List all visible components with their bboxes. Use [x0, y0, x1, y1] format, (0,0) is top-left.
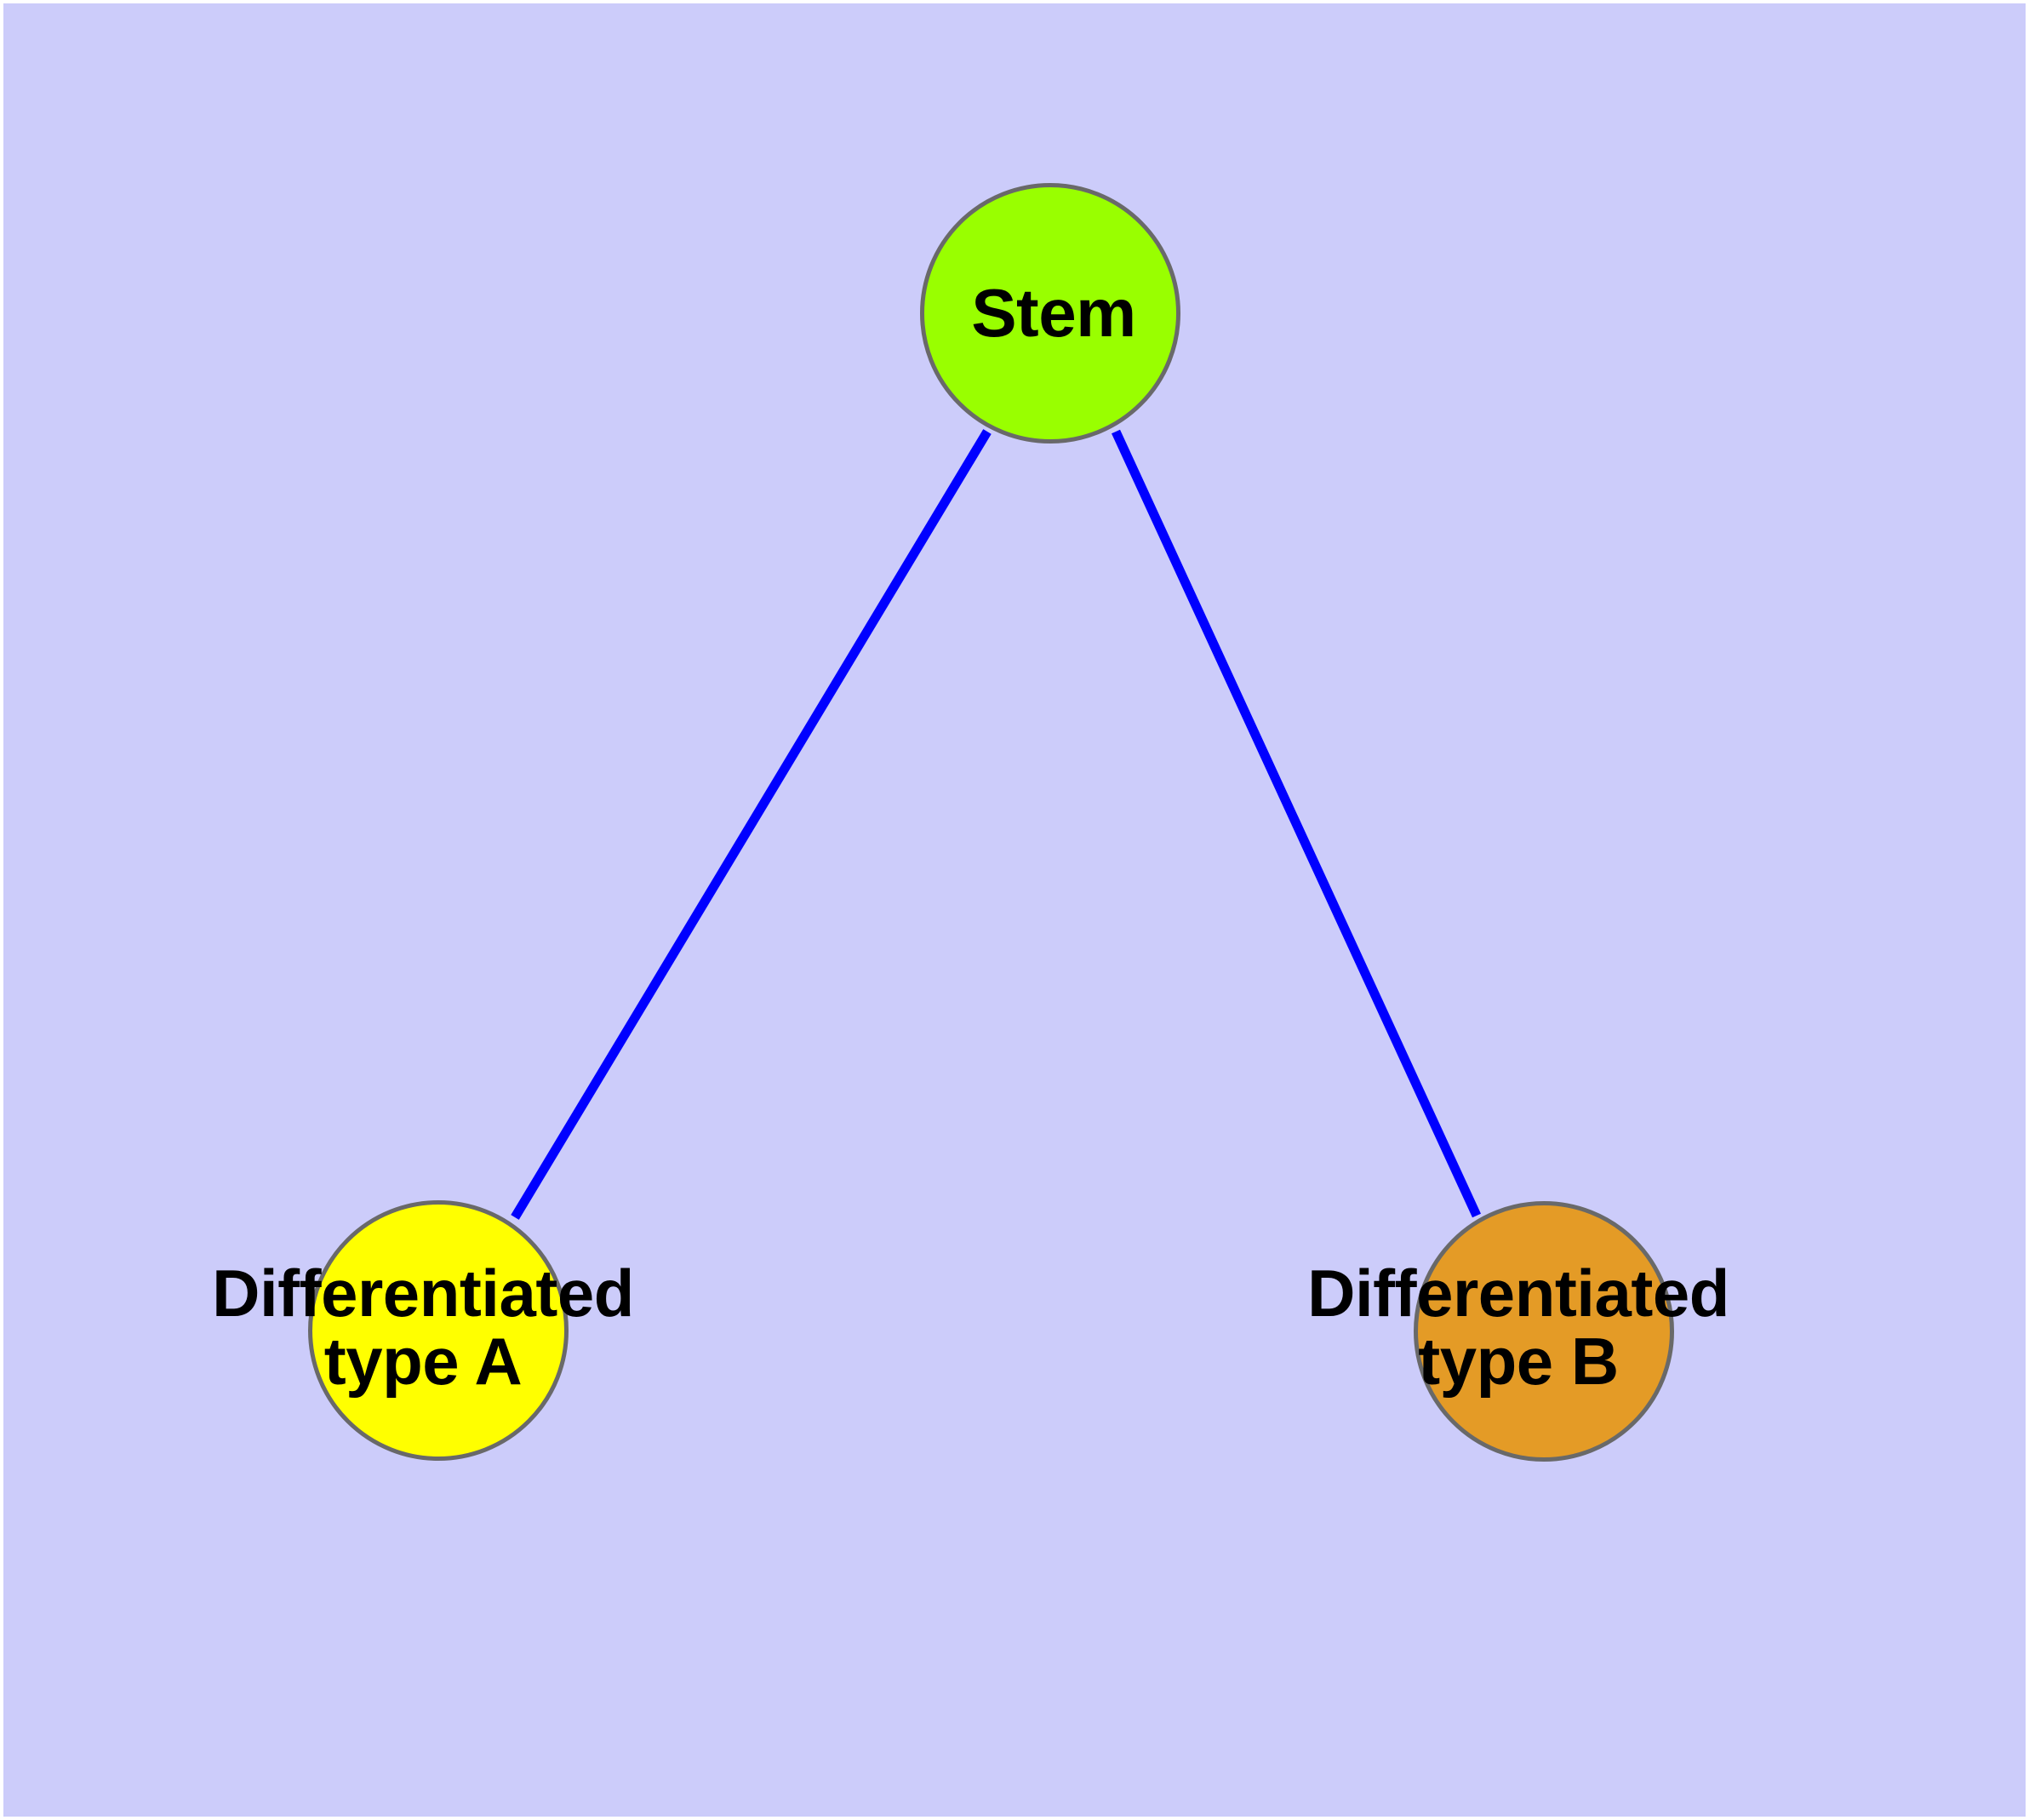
node-differentiated-type-a[interactable]: [308, 1200, 569, 1461]
node-label-differentiated-type-b: Differentiated type B: [1307, 1256, 1729, 1399]
edge-stem-to-diff-a: [511, 429, 992, 1220]
node-differentiated-type-b[interactable]: [1414, 1201, 1674, 1462]
node-label-differentiated-type-a: Differentiated type A: [212, 1256, 634, 1399]
edge-stem-to-diff-b: [1112, 429, 1481, 1218]
edge-layer: [511, 429, 1481, 1220]
node-layer: Stem Differentiated type A Differentiate…: [3, 3, 2026, 1817]
node-label-stem: Stem: [971, 275, 1136, 352]
graph-background-panel: Stem Differentiated type A Differentiate…: [3, 3, 2026, 1817]
node-stem[interactable]: [920, 183, 1180, 444]
